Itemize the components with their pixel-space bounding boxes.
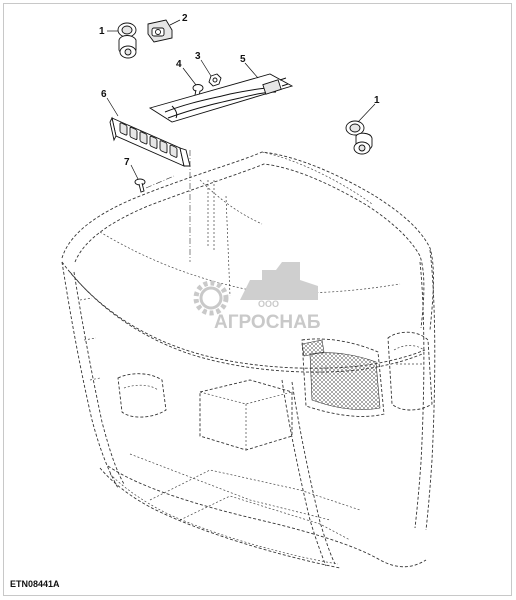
watermark-logo: ООО АГРОСНАБ: [193, 262, 321, 333]
right-front-pillar-inner: [291, 381, 336, 565]
switch-row: [119, 122, 178, 158]
watermark-company-prefix: ООО: [258, 299, 279, 309]
callout-1-right: 1: [374, 95, 380, 106]
floor-plate-line-2: [149, 469, 361, 511]
rear-window-top: [261, 151, 373, 205]
part-1-power-outlet-upper: [117, 22, 137, 59]
right-rear-pillar-inner: [414, 261, 425, 529]
part-1-power-outlet-lower: [345, 120, 373, 155]
roof-cross-line-2: [199, 179, 263, 225]
harvester-icon: [240, 262, 318, 300]
assembly-line-screw: [145, 175, 175, 189]
part-6-switch-panel: [109, 116, 191, 167]
front-upper-rail: [61, 261, 426, 369]
rear-center-pillar: [225, 195, 231, 297]
floor-outline: [107, 465, 427, 568]
callout-5: 5: [240, 54, 246, 65]
callout-2: 2: [182, 13, 188, 24]
right-console-detail: [393, 345, 425, 365]
seat-base-box: [199, 379, 293, 451]
gear-icon: [193, 280, 229, 316]
roof-inner-rim: [74, 163, 425, 329]
callouts: 1 2 3 4 5 6 7 1: [99, 13, 380, 168]
figure-frame: [3, 3, 512, 596]
figure-id: ETN08441A: [10, 579, 60, 589]
front-upper-rail-inner: [69, 271, 423, 373]
left-console: [117, 373, 167, 418]
callout-3: 3: [195, 51, 201, 62]
part-3-nut: [208, 73, 222, 87]
floor-front-edge-inner: [109, 473, 339, 565]
floor-plate-line-1: [129, 453, 331, 521]
right-console: [387, 331, 433, 411]
mesh-screen-small: [301, 339, 325, 357]
seat-base-box-top: [199, 391, 293, 450]
right-front-pillar: [281, 379, 327, 567]
leader-lines: [106, 19, 376, 180]
watermark-company-name: АГРОСНАБ: [214, 312, 321, 333]
callout-1-upper: 1: [99, 26, 105, 37]
left-front-pillar: [61, 261, 119, 489]
roof-outer-rim: [61, 151, 434, 331]
floor-front-edge: [99, 467, 341, 569]
right-rear-pillar: [425, 249, 436, 531]
callout-7: 7: [124, 157, 130, 168]
right-side-panel: [301, 338, 385, 417]
part-2-socket: [147, 19, 173, 43]
part-7-screw: [134, 178, 146, 193]
hinges-left: [79, 297, 101, 381]
callout-6: 6: [101, 89, 107, 100]
left-console-detail: [123, 384, 159, 391]
rear-left-pillar: [207, 180, 215, 250]
floor-plate-line-3: [179, 495, 351, 541]
mesh-screen: [309, 352, 381, 410]
part-5-wiring-harness: [148, 73, 294, 123]
cab-frame: [61, 151, 436, 569]
callout-4: 4: [176, 59, 182, 70]
